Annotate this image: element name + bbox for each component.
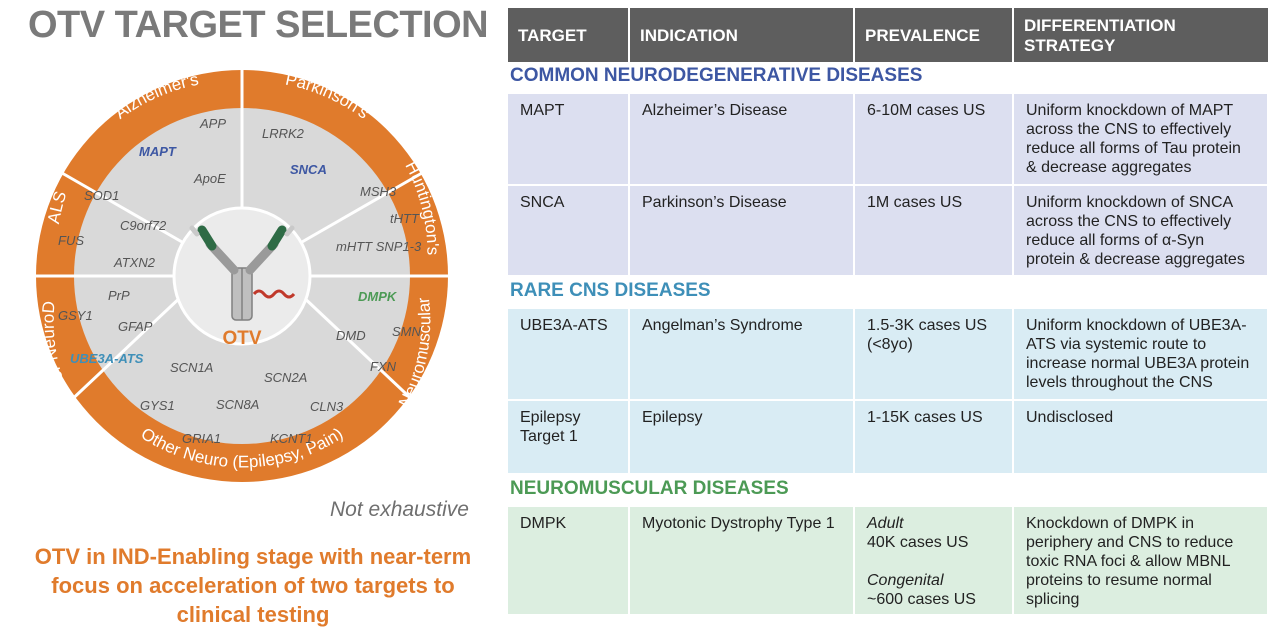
table-row: SNCA Parkinson’s Disease 1M cases US Uni… (508, 185, 1269, 277)
target-scn2a: SCN2A (264, 370, 307, 385)
target-gsy1: GSY1 (58, 308, 93, 323)
target-smn: SMN (392, 324, 422, 339)
target-app: APP (199, 116, 226, 131)
target-scn1a: SCN1A (170, 360, 213, 375)
target-kcnt1: KCNT1 (270, 431, 313, 446)
target-ube3a-ats: UBE3A-ATS (70, 351, 144, 366)
header-prevalence: PREVALENCE (854, 8, 1014, 62)
table-header-row: TARGET INDICATION PREVALENCE DIFFERENTIA… (508, 8, 1268, 62)
target-wheel: OTV Alzheimer's Parkinson's Huntington's… (36, 70, 448, 482)
target-fxn: FXN (370, 359, 397, 374)
target-prp: PrP (108, 288, 130, 303)
header-indication: INDICATION (629, 8, 855, 62)
not-exhaustive-note: Not exhaustive (330, 498, 469, 521)
target-scn8a: SCN8A (216, 397, 259, 412)
target-c9orf72: C9orf72 (120, 218, 167, 233)
target-cln3: CLN3 (310, 399, 344, 414)
target-dmpk: DMPK (358, 289, 398, 304)
target-thtt: tHTT (390, 211, 420, 226)
section-row-common: COMMON NEURODEGENERATIVE DISEASES (508, 62, 1268, 94)
target-snca: SNCA (290, 162, 327, 177)
table-row: UBE3A-ATS Angelman’s Syndrome 1.5-3K cas… (508, 309, 1269, 401)
target-fus: FUS (58, 233, 84, 248)
target-gria1: GRIA1 (182, 431, 221, 446)
table-row: Epilepsy Target 1 Epilepsy 1-15K cases U… (508, 400, 1269, 475)
target-dmd: DMD (336, 328, 366, 343)
table-row: MAPT Alzheimer’s Disease 6-10M cases US … (508, 94, 1269, 186)
target-mhtt: mHTT SNP1-3 (336, 239, 422, 254)
section-row-neuromuscular: NEUROMUSCULAR DISEASES (508, 474, 1268, 507)
target-atxn2: ATXN2 (113, 255, 156, 270)
page-title: OTV TARGET SELECTION (28, 4, 489, 46)
header-strategy: DIFFERENTIATION STRATEGY (1013, 8, 1268, 62)
target-apoe: ApoE (193, 171, 226, 186)
target-msh3: MSH3 (360, 184, 397, 199)
section-row-rare: RARE CNS DISEASES (508, 276, 1268, 309)
target-gfap: GFAP (118, 319, 153, 334)
target-gys1: GYS1 (140, 398, 175, 413)
target-table: TARGET INDICATION PREVALENCE DIFFERENTIA… (508, 8, 1269, 616)
target-sod1: SOD1 (84, 188, 119, 203)
header-target: TARGET (508, 8, 630, 62)
antibody-icon (189, 225, 296, 321)
prevalence-dmpk: Adult 40K cases US Congenital ~600 cases… (854, 507, 1014, 616)
wheel-center-label: OTV (222, 328, 261, 349)
target-mapt: MAPT (139, 144, 177, 159)
focus-statement: OTV in IND-Enabling stage with near-term… (34, 544, 472, 627)
table-row: DMPK Myotonic Dystrophy Type 1 Adult 40K… (508, 507, 1269, 616)
target-lrrk2: LRRK2 (262, 126, 305, 141)
